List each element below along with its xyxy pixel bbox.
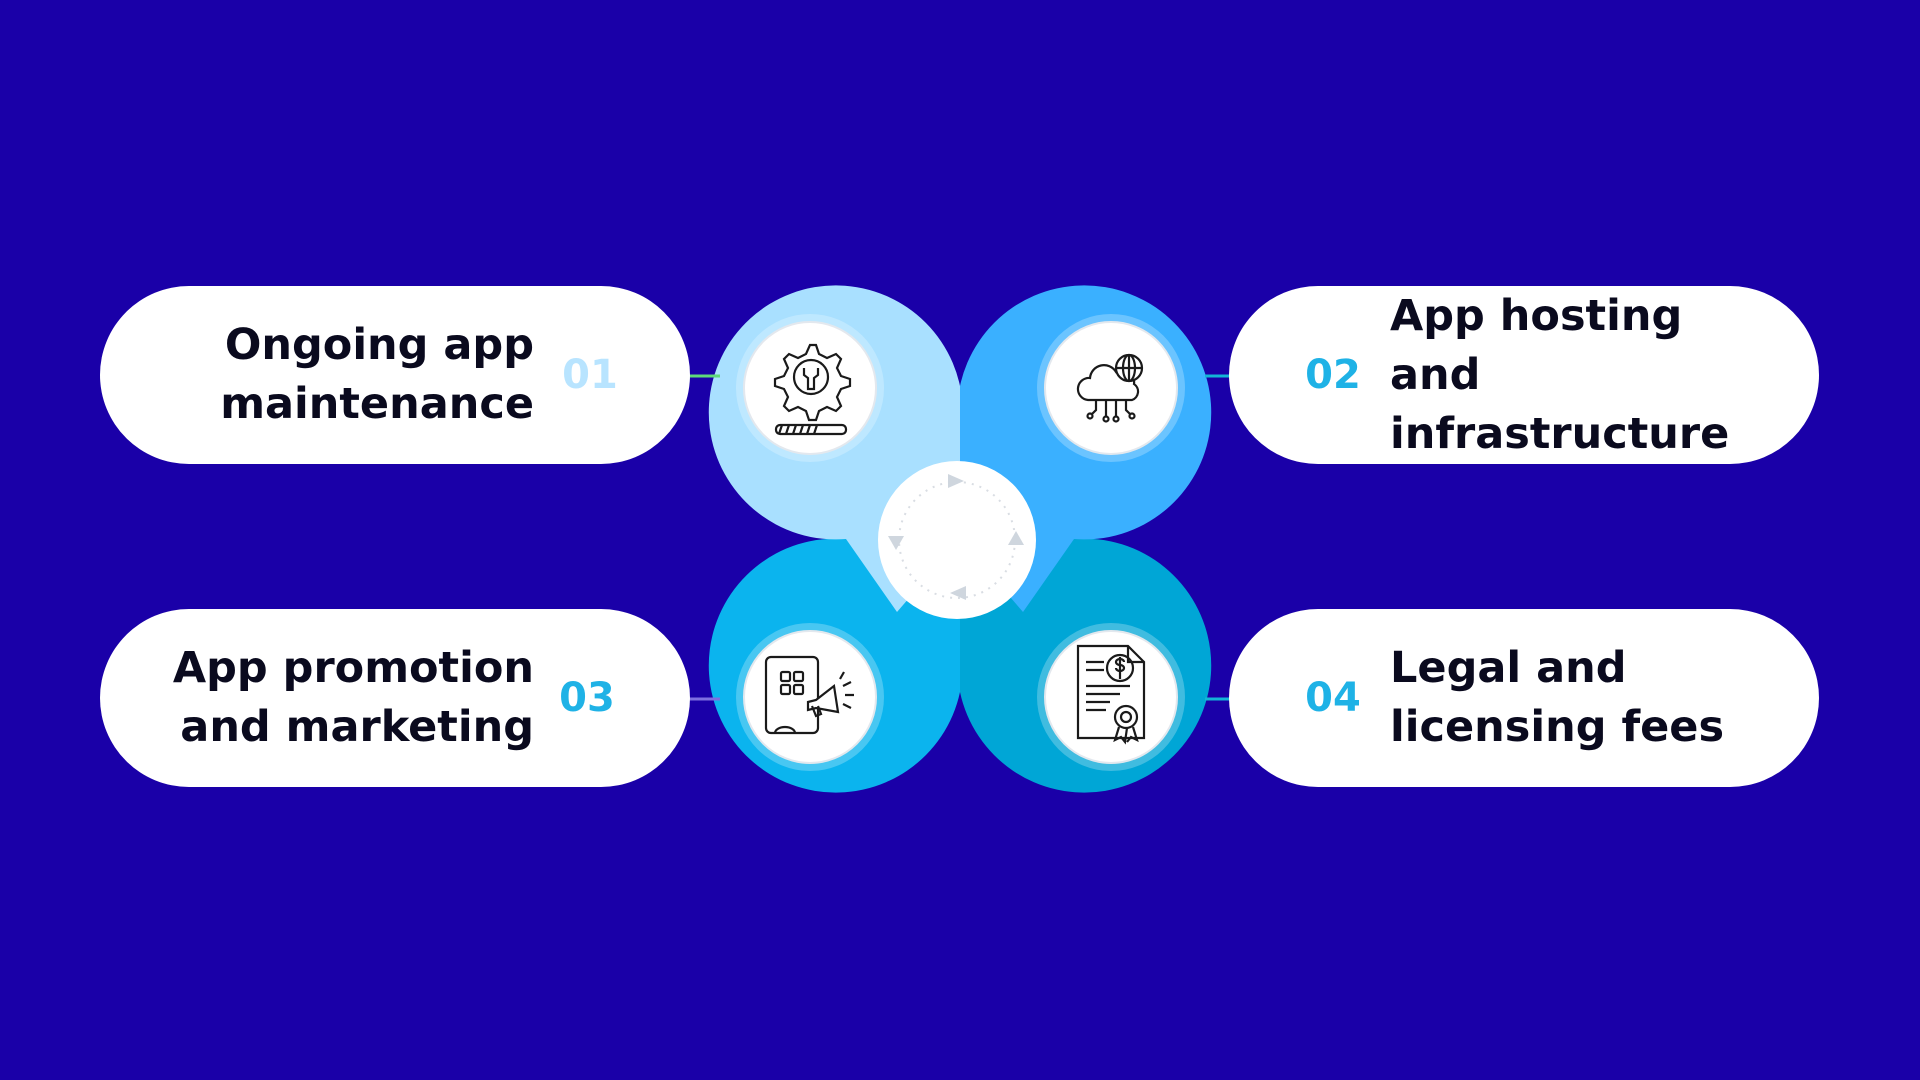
center-circle bbox=[878, 461, 1036, 619]
step-card-01: Ongoing app maintenance bbox=[100, 286, 690, 464]
icon-circle-02 bbox=[1037, 314, 1185, 462]
step-number-01: 01 bbox=[562, 352, 618, 398]
cloud-globe-icon bbox=[1076, 353, 1144, 423]
certificate-dollar-icon bbox=[1076, 644, 1146, 745]
icon-circle-04 bbox=[1037, 623, 1185, 771]
step-label-01: Ongoing app maintenance bbox=[220, 320, 534, 429]
cycle-arrows-icon bbox=[888, 474, 1024, 600]
step-number-03: 03 bbox=[559, 675, 615, 721]
step-label-04: Legal and licensing fees bbox=[1390, 643, 1725, 752]
step-label-03: App promotion and marketing bbox=[172, 643, 534, 752]
icon-circle-01 bbox=[736, 314, 884, 462]
step-number-04: 04 bbox=[1305, 675, 1361, 721]
step-number-02: 02 bbox=[1305, 352, 1361, 398]
gear-wrench-icon bbox=[773, 343, 852, 436]
step-card-02: App hosting and infrastructure bbox=[1229, 286, 1819, 464]
step-card-04: Legal and licensing fees bbox=[1229, 609, 1819, 787]
step-card-03: App promotion and marketing bbox=[100, 609, 690, 787]
tablet-megaphone-icon bbox=[764, 655, 854, 735]
icon-circle-03 bbox=[736, 623, 884, 771]
step-label-02: App hosting and infrastructure bbox=[1390, 290, 1730, 459]
